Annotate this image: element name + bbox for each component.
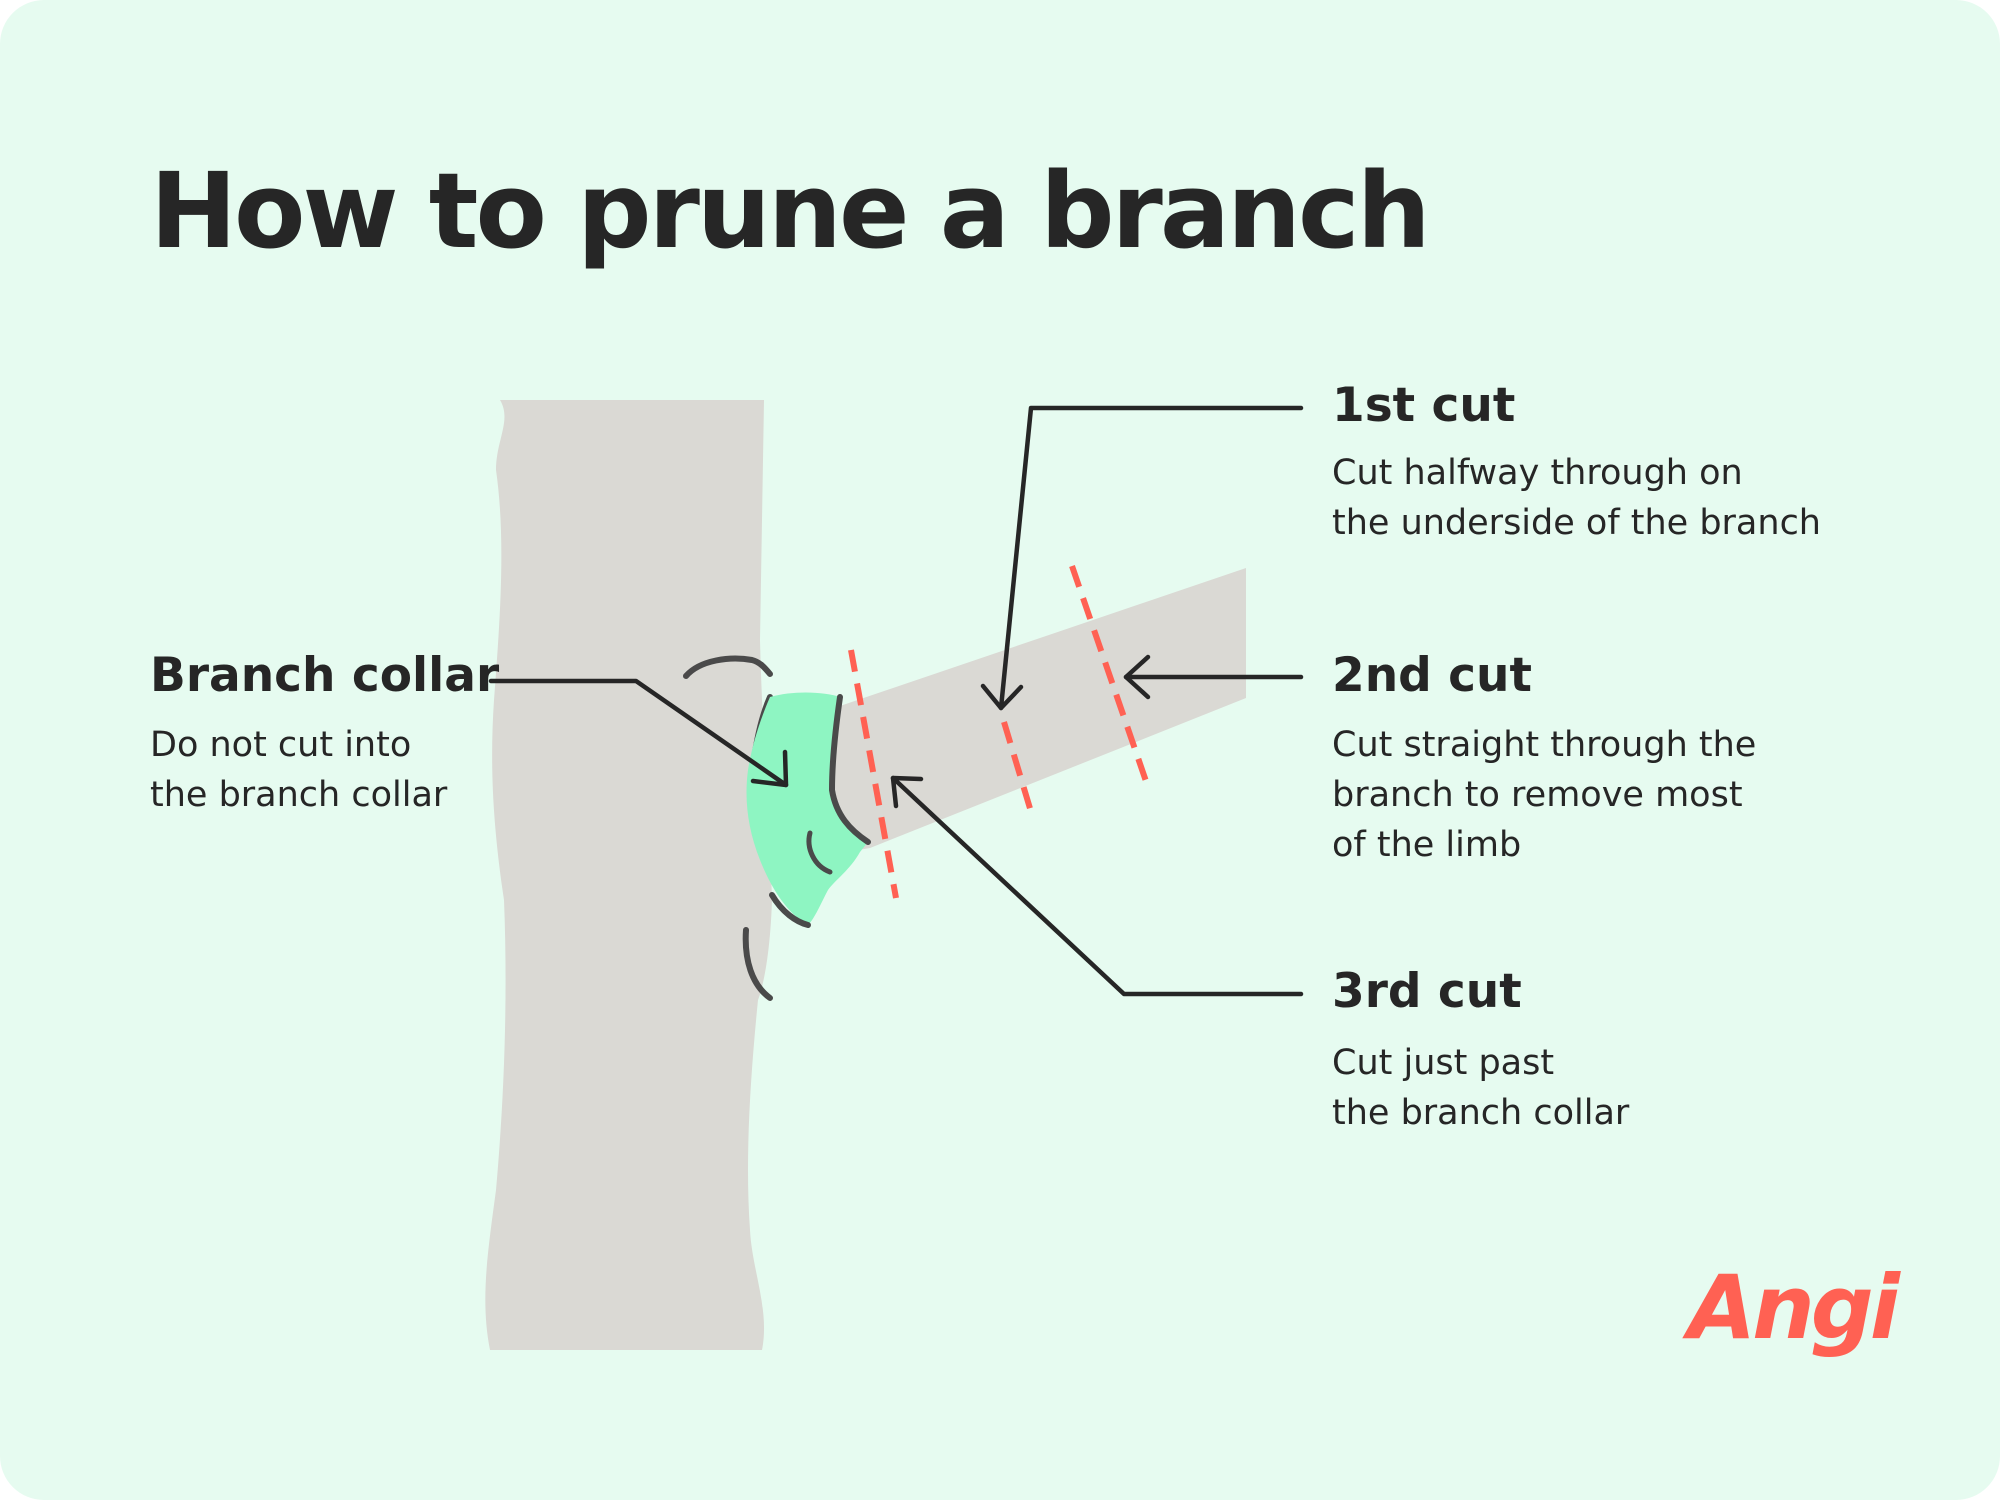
third-cut-description: Cut just past the branch collar <box>1332 1038 1629 1138</box>
description-line: Cut halfway through on <box>1332 448 1821 498</box>
second-cut-description: Cut straight through the branch to remov… <box>1332 720 1756 870</box>
description-line: the branch collar <box>150 770 447 820</box>
description-line: the underside of the branch <box>1332 498 1821 548</box>
first-cut-description: Cut halfway through on the underside of … <box>1332 448 1821 548</box>
description-line: branch to remove most <box>1332 770 1756 820</box>
description-line: Do not cut into <box>150 720 447 770</box>
third-cut-heading: 3rd cut <box>1332 964 1522 1019</box>
description-line: of the limb <box>1332 820 1756 870</box>
first-cut-heading: 1st cut <box>1332 378 1515 433</box>
tree-trunk <box>485 400 772 1350</box>
description-line: the branch collar <box>1332 1088 1629 1138</box>
branch-collar-description: Do not cut into the branch collar <box>150 720 447 820</box>
description-line: Cut just past <box>1332 1038 1629 1088</box>
description-line: Cut straight through the <box>1332 720 1756 770</box>
second-cut-heading: 2nd cut <box>1332 648 1532 703</box>
branch-collar-heading: Branch collar <box>150 648 499 703</box>
angi-logo: Angi <box>1688 1256 1896 1359</box>
